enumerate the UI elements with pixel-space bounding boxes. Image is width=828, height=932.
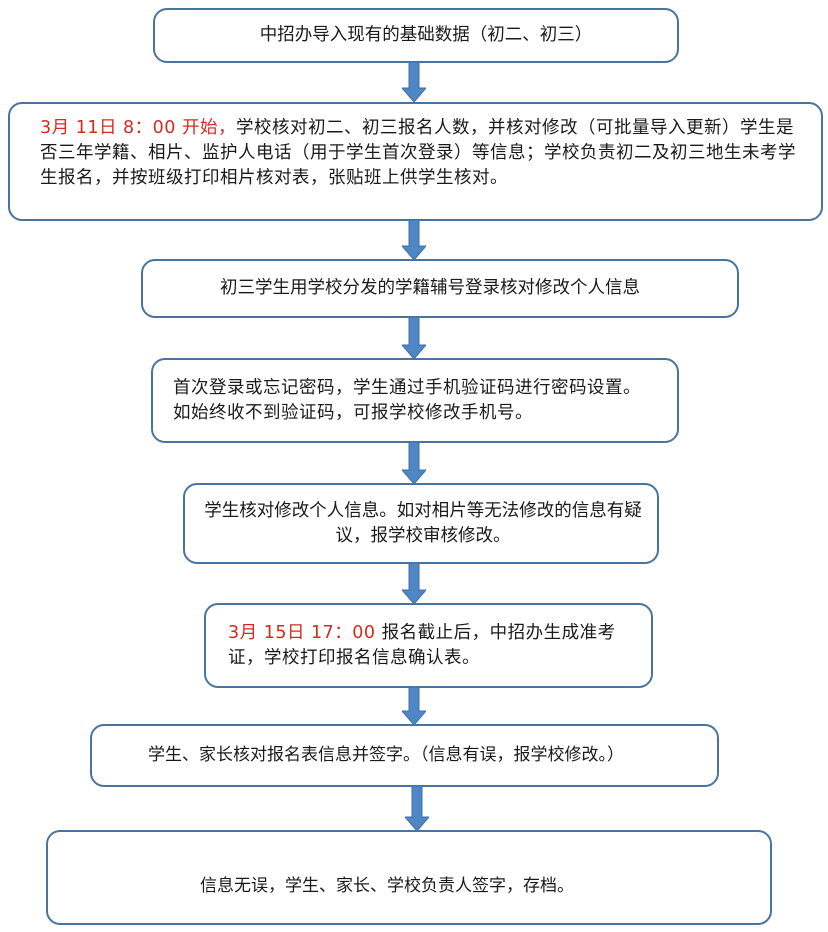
step-2-highlight: 3月 11日 8：00 开始，	[40, 118, 236, 138]
step-6-highlight: 3月 15日 17：00	[228, 622, 382, 643]
step-1-text: 中招办导入现有的基础数据（初二、初三）	[259, 25, 593, 45]
step-5-box: 学生核对修改个人信息。如对相片等无法修改的信息有疑议，报学校审核修改。	[183, 483, 659, 564]
step-8-box: 信息无误，学生、家长、学校负责人签字，存档。	[46, 830, 772, 925]
step-4-box: 首次登录或忘记密码，学生通过手机验证码进行密码设置。如始终收不到验证码，可报学校…	[151, 358, 679, 443]
step-8-text: 信息无误，学生、家长、学校负责人签字，存档。	[200, 876, 574, 896]
step-6-text: 报名截止后，中招办生成准考证，学校打印报名信息确认表。	[228, 622, 616, 668]
step-3-text: 初三学生用学校分发的学籍辅号登录核对修改个人信息	[220, 278, 640, 298]
step-6-box: 3月 15日 17：00 报名截止后，中招办生成准考证，学校打印报名信息确认表。	[204, 603, 653, 688]
step-3-box: 初三学生用学校分发的学籍辅号登录核对修改个人信息	[141, 259, 739, 318]
step-7-text: 学生、家长核对报名表信息并签字。（信息有误，报学校修改。）	[148, 745, 624, 765]
step-2-box: 3月 11日 8：00 开始，学校核对初二、初三报名人数，并核对修改（可批量导入…	[8, 102, 823, 221]
step-5-text: 学生核对修改个人信息。如对相片等无法修改的信息有疑议，报学校审核修改。	[204, 500, 642, 546]
step-2-text: 学校核对初二、初三报名人数，并核对修改（可批量导入更新）学生是否三年学籍、相片、…	[40, 118, 796, 188]
step-1-box: 中招办导入现有的基础数据（初二、初三）	[153, 8, 679, 63]
down-arrow-icon	[402, 220, 426, 260]
step-7-box: 学生、家长核对报名表信息并签字。（信息有误，报学校修改。）	[90, 724, 719, 787]
step-4-text: 首次登录或忘记密码，学生通过手机验证码进行密码设置。如始终收不到验证码，可报学校…	[173, 377, 641, 423]
down-arrow-icon	[402, 317, 426, 359]
down-arrow-icon	[402, 442, 426, 484]
down-arrow-icon	[402, 62, 426, 102]
down-arrow-icon	[402, 687, 426, 725]
down-arrow-icon	[405, 786, 429, 831]
down-arrow-icon	[402, 563, 426, 604]
